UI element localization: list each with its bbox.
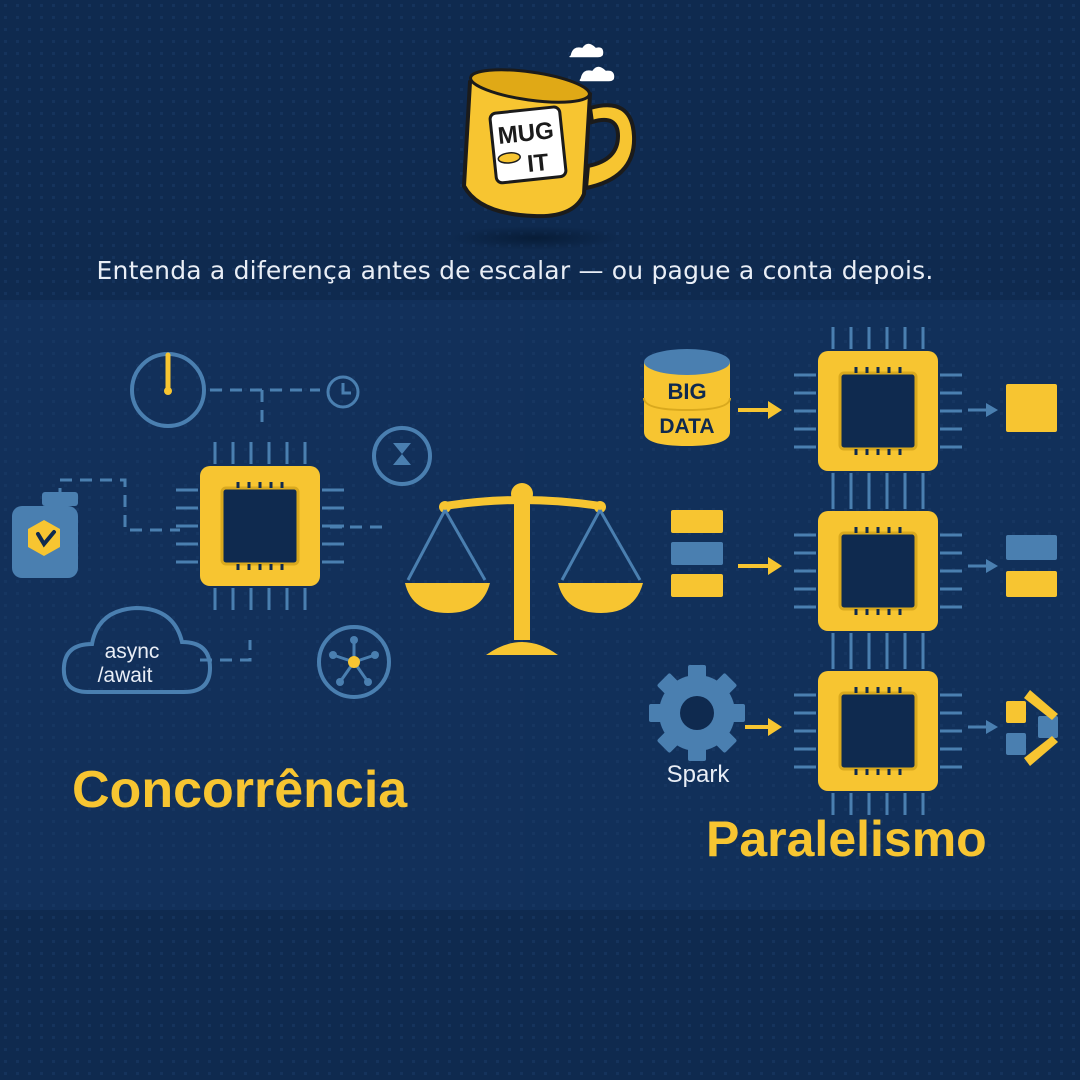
arrow-icon	[745, 718, 782, 736]
output-stack-icon	[1006, 535, 1057, 597]
mug-logo: MUG IT	[450, 42, 637, 250]
arrow-icon	[738, 557, 782, 575]
task-queue-icon	[671, 510, 723, 597]
hourglass-icon	[372, 426, 432, 486]
big-data-database-icon: BIG DATA	[643, 349, 731, 446]
output-arrow-icon	[968, 720, 998, 734]
tagline: Entenda a diferença antes de escalar — o…	[96, 256, 934, 285]
async-await-cloud: async /await	[61, 605, 213, 694]
stopwatch-icon	[130, 352, 206, 428]
network-hub-icon	[317, 625, 391, 699]
spark-gear-icon	[649, 665, 745, 761]
jar-icon	[12, 492, 78, 578]
db-label-big: BIG	[667, 379, 706, 404]
output-arrow-icon	[968, 559, 998, 573]
db-label-data: DATA	[659, 415, 714, 438]
output-block	[1006, 384, 1057, 432]
split-output-icon	[1006, 690, 1058, 766]
parallelism-diagram: BIG DATA	[643, 325, 1058, 817]
spark-label: Spark	[667, 761, 731, 788]
logo-text-line2: IT	[526, 149, 550, 178]
arrow-icon	[738, 401, 782, 419]
cloud-label-await: /await	[98, 664, 153, 687]
concurrency-title: Concorrência	[72, 761, 408, 819]
balance-scale-icon	[405, 483, 643, 655]
logo-badge: MUG IT	[488, 105, 568, 185]
clock-icon	[326, 375, 360, 409]
cloud-label-async: async	[105, 640, 160, 663]
concurrency-diagram: async /await	[12, 352, 432, 699]
parallelism-title: Paralelismo	[706, 811, 987, 867]
logo-text-line1: MUG	[497, 117, 556, 150]
output-arrow-icon	[968, 403, 998, 417]
